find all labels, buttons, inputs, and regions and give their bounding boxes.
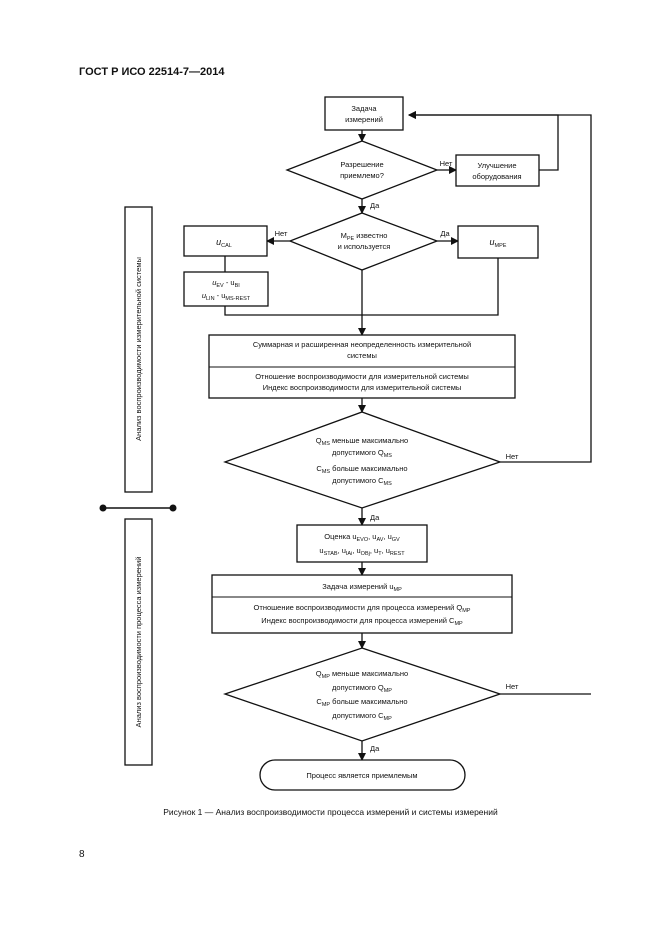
connectors bbox=[224, 111, 592, 761]
svg-text:uEV - uBI: uEV - uBI bbox=[212, 278, 240, 289]
u-mpe-box: uMPE bbox=[457, 225, 539, 259]
decision-ms: QMS меньше максимально допустимого QMS C… bbox=[223, 411, 502, 509]
svg-text:допустимого QMS: допустимого QMS bbox=[332, 448, 392, 459]
svg-text:измерений: измерений bbox=[345, 115, 383, 124]
section-separator bbox=[99, 504, 177, 512]
svg-text:Процесс является приемлемым: Процесс является приемлемым bbox=[306, 771, 417, 780]
svg-text:Индекс воспроизводимости для п: Индекс воспроизводимости для процесса из… bbox=[261, 616, 463, 627]
edge-label-yes-2: Да bbox=[440, 229, 450, 238]
task-box: Задача измерений bbox=[324, 96, 404, 131]
document-header: ГОСТ Р ИСО 22514-7—2014 bbox=[79, 66, 225, 78]
page-number: 8 bbox=[79, 849, 85, 860]
decision-mpe: MPE известно и используется bbox=[288, 212, 439, 271]
edge-label-yes-4: Да bbox=[370, 744, 380, 753]
final-terminal: Процесс является приемлемым bbox=[259, 759, 466, 791]
svg-text:допустимого QMP: допустимого QMP bbox=[332, 683, 392, 694]
svg-text:Индекс воспроизводимости для и: Индекс воспроизводимости для измерительн… bbox=[263, 383, 462, 392]
svg-text:Оценка uEVO, uAV, uGV: Оценка uEVO, uAV, uGV bbox=[324, 532, 400, 543]
svg-text:допустимого CMP: допустимого CMP bbox=[332, 711, 392, 722]
figure-caption: Рисунок 1 — Анализ воспроизводимости про… bbox=[163, 807, 498, 817]
svg-text:и используется: и используется bbox=[338, 242, 391, 251]
svg-text:uMPE: uMPE bbox=[490, 237, 507, 249]
svg-text:QMP меньше максимально: QMP меньше максимально bbox=[316, 669, 408, 680]
edge-label-yes-3: Да bbox=[370, 513, 380, 522]
decision-mp: QMP меньше максимально допустимого QMP C… bbox=[222, 647, 503, 742]
svg-text:системы: системы bbox=[347, 351, 377, 360]
edge-label-yes-1: Да bbox=[370, 201, 380, 210]
svg-text:CMP больше максимально: CMP больше максимально bbox=[316, 697, 407, 708]
edge-label-no-4: Нет bbox=[506, 682, 519, 691]
side-panel-process: Анализ воспроизводимости процесса измере… bbox=[124, 518, 153, 766]
svg-text:QMS меньше максимально: QMS меньше максимально bbox=[316, 436, 408, 447]
edge-label-no-2: Нет bbox=[275, 229, 288, 238]
svg-text:приемлемо?: приемлемо? bbox=[340, 171, 384, 180]
side-panel-system: Анализ воспроизводимости измерительной с… bbox=[124, 206, 153, 493]
svg-text:Разрешение: Разрешение bbox=[340, 160, 383, 169]
estimate-box: Оценка uEVO, uAV, uGV uSTAB, uIAi, uOBj,… bbox=[296, 524, 428, 563]
edge-label-no-1: Нет bbox=[440, 159, 453, 168]
svg-text:Задача: Задача bbox=[351, 104, 377, 113]
svg-text:uSTAB, uIAi, uOBj, uT, uRE: uSTAB, uIAi, uOBj, uT, uREST bbox=[319, 546, 405, 557]
side-label-system: Анализ воспроизводимости измерительной с… bbox=[134, 257, 143, 441]
svg-text:uCAL: uCAL bbox=[216, 237, 232, 249]
edge-label-no-3: Нет bbox=[506, 452, 519, 461]
measurement-process-box: Задача измерений uMP Отношение воспроизв… bbox=[211, 574, 513, 634]
measurement-system-box: Суммарная и расширенная неопределенность… bbox=[208, 334, 516, 399]
decision-accept: Разрешение приемлемо? bbox=[285, 140, 439, 200]
svg-text:Улучшение: Улучшение bbox=[478, 161, 517, 170]
svg-text:Отношение воспроизводимости дл: Отношение воспроизводимости для измерите… bbox=[255, 372, 469, 381]
u-cal-box: uCAL bbox=[183, 225, 268, 257]
improve-box: Улучшение оборудования bbox=[455, 154, 540, 187]
u-ev-box: uEV - uBI uLIN - uMS-REST bbox=[183, 271, 269, 307]
side-label-process: Анализ воспроизводимости процесса измере… bbox=[134, 557, 143, 728]
svg-text:оборудования: оборудования bbox=[472, 172, 521, 181]
svg-text:Задача измерений uMP: Задача измерений uMP bbox=[322, 582, 402, 593]
svg-text:CMS больше максимально: CMS больше максимально bbox=[316, 464, 407, 475]
svg-text:Суммарная и расширенная неопре: Суммарная и расширенная неопределенность… bbox=[253, 340, 471, 349]
svg-text:MPE известно: MPE известно bbox=[341, 231, 388, 242]
svg-text:Отношение воспроизводимости дл: Отношение воспроизводимости для процесса… bbox=[254, 603, 471, 614]
svg-text:uLIN - uMS-REST: uLIN - uMS-REST bbox=[202, 291, 251, 302]
svg-text:допустимого CMS: допустимого CMS bbox=[332, 476, 392, 487]
